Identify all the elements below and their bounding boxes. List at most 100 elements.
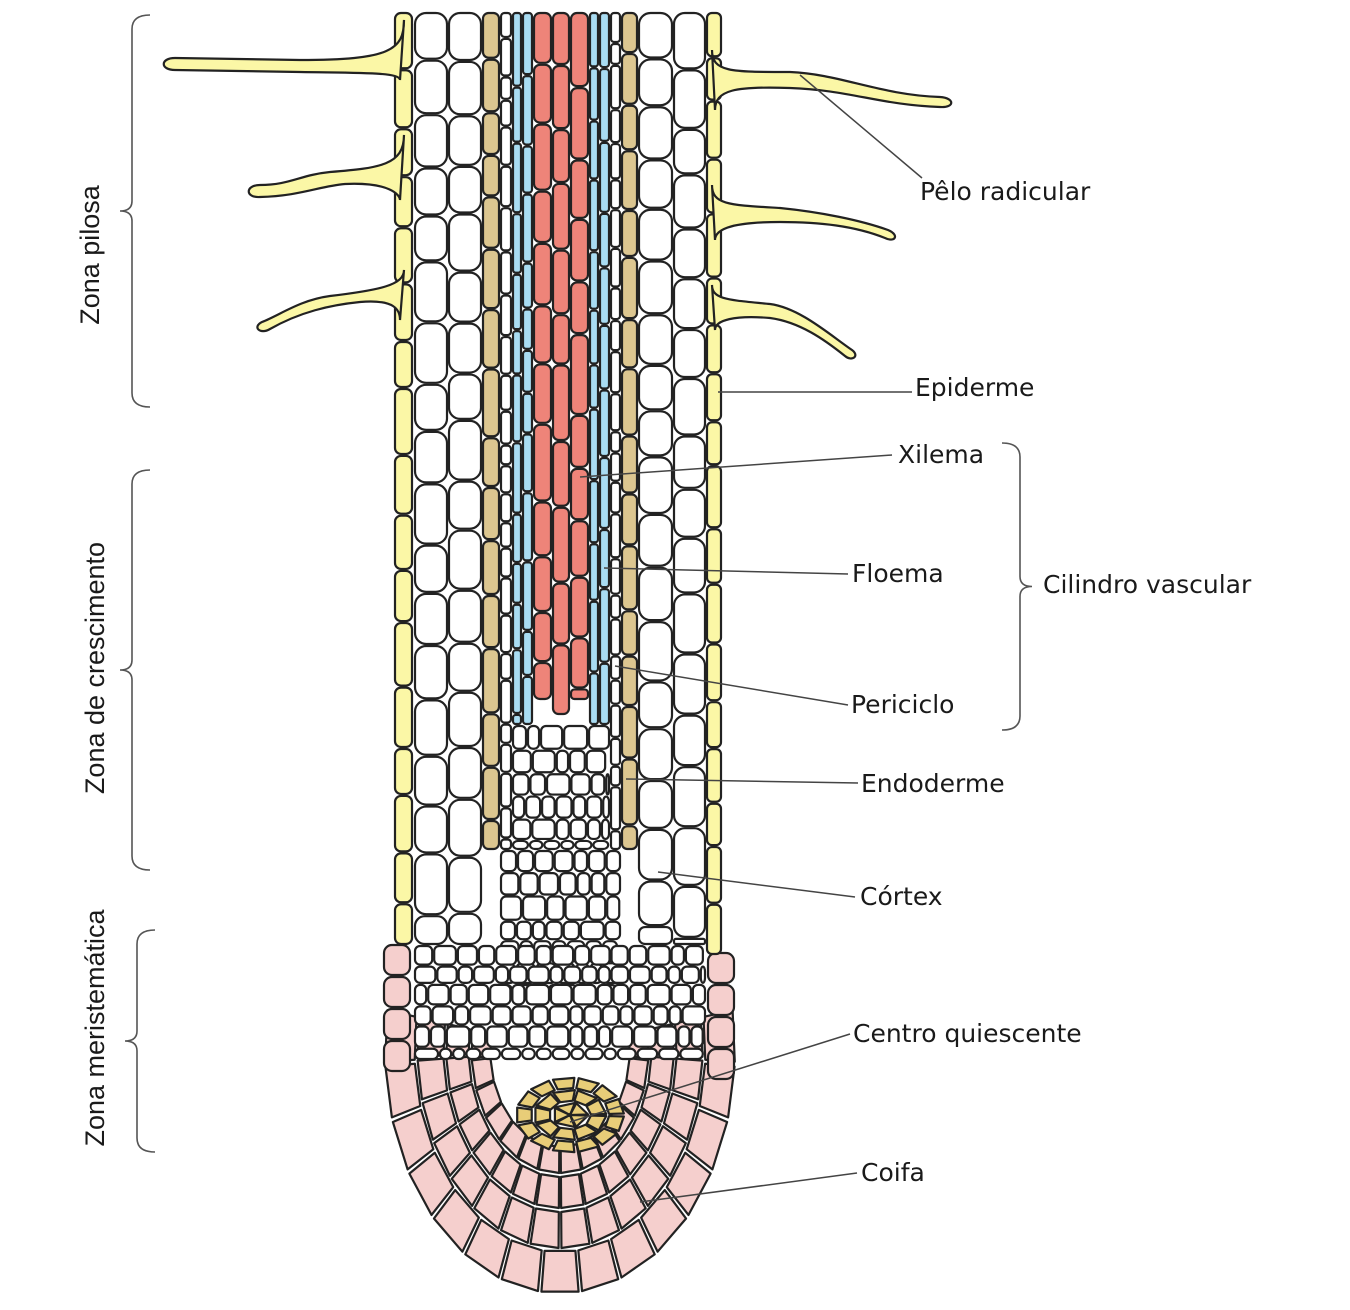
periciclo-cell: [609, 704, 622, 738]
floema-cell: [521, 433, 534, 493]
coifa-cell: [470, 1057, 495, 1090]
coifa-cell: [500, 1239, 543, 1293]
meristem-cell: [499, 895, 523, 921]
floema-cell: [511, 86, 523, 143]
floema-cell: [588, 67, 600, 121]
floema-cell: [588, 309, 600, 365]
endoderme-cell: [620, 758, 639, 826]
floema-cell: [588, 672, 600, 726]
epiderme-cell: [393, 340, 414, 389]
cortex-cell: [672, 278, 707, 330]
cortex-cell: [413, 483, 449, 545]
meristem-cell: [511, 795, 526, 819]
meristem-cell: [551, 1047, 571, 1061]
xilema-cell: [551, 314, 571, 365]
meristem-cell: [558, 871, 577, 896]
endoderme-cell: [481, 437, 501, 488]
epiderme-cell: [393, 514, 414, 571]
leader-centro-quiescente: [569, 1033, 851, 1123]
periciclo-cell: [609, 109, 622, 144]
periciclo-cell: [609, 64, 622, 110]
meristem-cell: [684, 944, 704, 966]
endoderme-cell: [620, 209, 639, 258]
xilema-cell: [569, 688, 590, 701]
meristem-cell: [489, 983, 512, 1006]
coifa-cell: [433, 1125, 472, 1177]
xilema-cell: [532, 123, 553, 191]
meristem-cell: [581, 965, 598, 984]
meristem-cell: [457, 965, 474, 984]
meristem-cell: [516, 849, 535, 873]
endoderme-cell: [481, 648, 501, 714]
meristem-cell: [519, 871, 539, 896]
endoderme-cell: [481, 368, 501, 438]
cortex-cell: [447, 589, 483, 643]
coifa-cell: [629, 1108, 662, 1152]
meristem-cell: [477, 944, 496, 966]
leader-cortex: [657, 871, 856, 898]
floema-cell: [511, 513, 523, 564]
coifa-cell: [529, 1207, 560, 1250]
meristem-cell: [427, 983, 450, 1006]
floema-cell: [588, 11, 600, 68]
meristem-cell: [587, 849, 606, 873]
cortex-cell: [447, 165, 483, 214]
centro-quiescente-cell: [535, 1092, 560, 1111]
epiderme-cell: [705, 421, 723, 466]
periciclo-cell: [499, 522, 513, 548]
meristem-cell: [605, 849, 622, 873]
endoderme-cell: [620, 52, 639, 105]
meristem-cell: [538, 871, 560, 896]
meristem-cell: [438, 1047, 453, 1061]
periciclo-cell: [499, 679, 513, 724]
root-hair: [256, 269, 406, 333]
label-endoderme: Endoderme: [861, 769, 1005, 798]
meristem-cell: [596, 983, 613, 1006]
meristem-cell: [564, 895, 589, 921]
endoderme-cell: [620, 319, 639, 369]
centro-quiescente-cell: [552, 1126, 576, 1141]
epiderme-cell: [393, 747, 414, 796]
coifa-cell: [511, 1164, 541, 1206]
zone-label-meristematica: Zona meristemática: [80, 908, 110, 1146]
coifa-cell: [706, 951, 736, 985]
floema-cell: [588, 179, 600, 252]
meristem-cell: [511, 749, 532, 774]
meristem-cell: [453, 1005, 470, 1026]
floema-cell: [511, 273, 523, 331]
epiderme-cell: [705, 11, 723, 58]
floema-cell: [588, 251, 600, 310]
xilema-cell: [569, 159, 590, 219]
endoderme-cell: [620, 11, 639, 54]
floema-cell: [511, 713, 523, 726]
cortex-cell: [672, 653, 707, 715]
meristem-cell: [590, 773, 606, 796]
periciclo-cell: [609, 319, 622, 352]
meristem-cell: [531, 920, 546, 941]
leader-pelo-radicular: [799, 74, 923, 179]
periciclo-cell: [609, 655, 622, 680]
periciclo-cell: [609, 287, 622, 321]
cortex-cell: [637, 681, 674, 729]
meristem-cell: [515, 920, 532, 941]
coifa-cell: [473, 1178, 511, 1230]
cortex-cell: [637, 364, 674, 411]
endoderme-cell: [481, 540, 501, 596]
epiderme-cell: [393, 621, 414, 687]
epiderme-cell: [705, 528, 723, 584]
meristem-cell: [529, 773, 547, 796]
floema-cell: [511, 330, 523, 375]
coifa-cell: [421, 1092, 458, 1141]
periciclo-cell: [499, 207, 513, 252]
xilema-cell: [569, 576, 590, 638]
leader-coifa: [639, 1172, 858, 1203]
floema-cell: [521, 492, 534, 562]
xilema-cell: [551, 644, 571, 716]
cortex-cell: [413, 261, 449, 323]
meristem-cell: [611, 1025, 634, 1048]
endoderme-cell: [481, 486, 501, 541]
floema-cell: [521, 349, 534, 393]
meristem-cell: [677, 1025, 691, 1048]
meristem-cell: [491, 1005, 512, 1026]
xilema-cell: [551, 249, 571, 315]
